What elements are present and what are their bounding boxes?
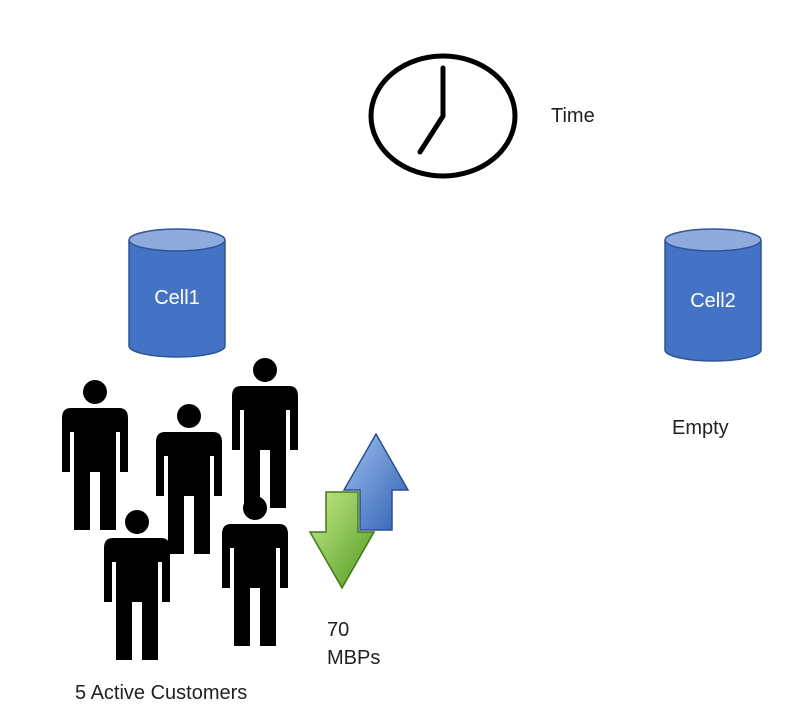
customers-label: 5 Active Customers — [75, 682, 248, 704]
clock-icon — [368, 53, 518, 179]
throughput-value: 70 — [327, 619, 350, 641]
customers-group — [62, 358, 298, 660]
cell2-status: Empty — [672, 417, 729, 439]
cell2-cylinder — [664, 228, 762, 362]
throughput-unit: MBPs — [327, 647, 381, 669]
person-icon — [156, 404, 222, 554]
cell1-label: Cell1 — [154, 287, 200, 309]
person-icon — [104, 510, 170, 660]
cell2-label: Cell2 — [690, 290, 736, 312]
person-icon — [232, 358, 298, 508]
person-icon — [222, 496, 288, 646]
time-label: Time — [551, 105, 595, 127]
person-icon — [62, 380, 128, 530]
up-down-arrows-icon — [308, 432, 410, 590]
cell1-cylinder — [128, 228, 226, 358]
